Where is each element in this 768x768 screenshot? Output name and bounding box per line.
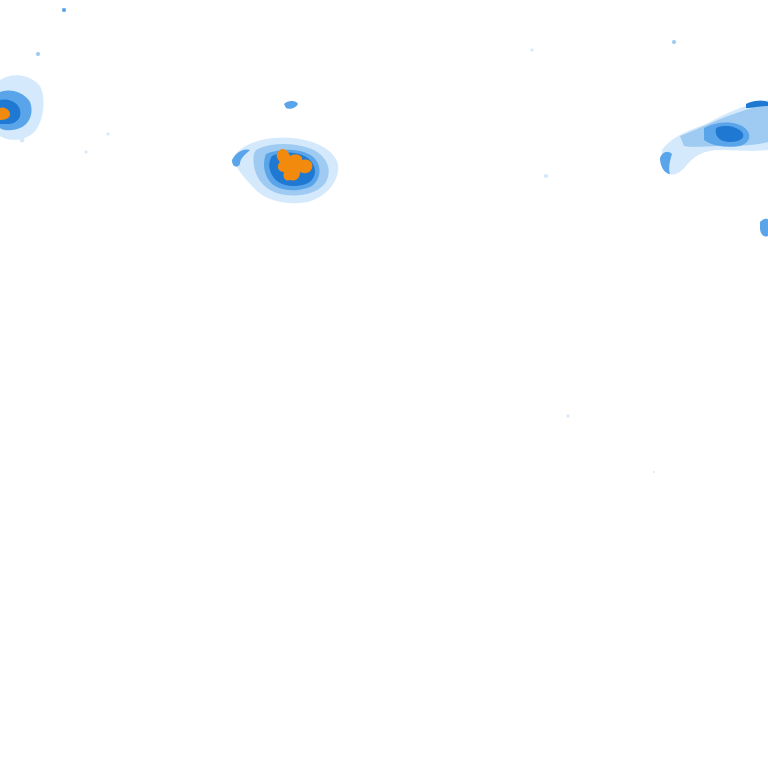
- scattered-returns: [62, 8, 676, 473]
- radar-fleck: [672, 40, 676, 44]
- radar-fleck: [84, 150, 88, 154]
- cell-west-edge-fleck: [19, 137, 25, 143]
- radar-fleck: [653, 471, 655, 473]
- cell-northeast-band: [660, 100, 768, 237]
- radar-fleck: [544, 174, 548, 178]
- cell-northeast-band-heavy: [715, 125, 744, 142]
- radar-fleck: [530, 48, 534, 52]
- cell-center-north: [232, 101, 339, 204]
- cell-west-edge-core: [0, 107, 10, 120]
- radar-fleck: [106, 132, 110, 136]
- cell-center-north-satellite: [284, 101, 298, 109]
- radar-fleck: [62, 8, 66, 12]
- cell-west-edge: [0, 52, 44, 143]
- cell-northeast-band-edge: [760, 218, 768, 237]
- cell-northeast-band-tail: [660, 151, 672, 174]
- radar-fleck: [566, 414, 570, 418]
- cell-northeast-band-streak: [746, 100, 768, 108]
- cell-center-north-core: [276, 149, 313, 181]
- cell-west-edge-fleck: [36, 52, 40, 56]
- cell-center-north-arc: [232, 149, 250, 167]
